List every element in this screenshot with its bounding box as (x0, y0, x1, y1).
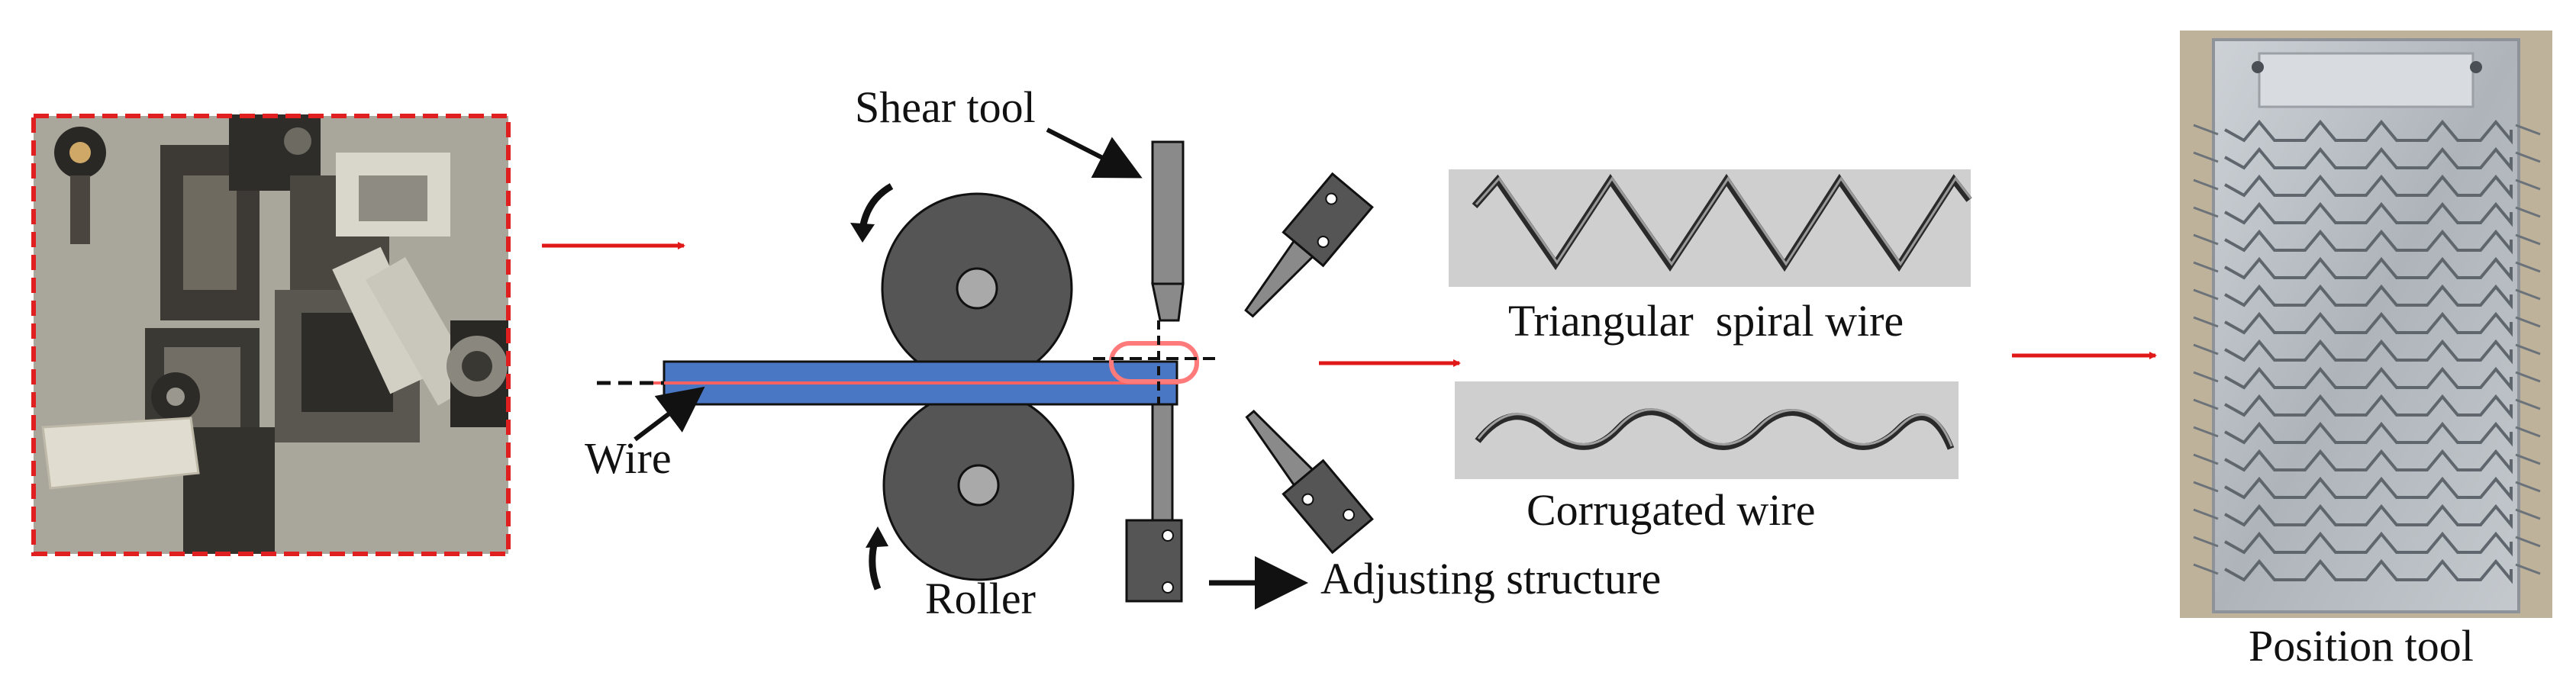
corrugated-wire-label: Corrugated wire (1527, 485, 1816, 535)
fixture-pin (2515, 233, 2541, 246)
fixture-wire-row (2224, 339, 2513, 365)
fixture-wire-row (2224, 558, 2513, 584)
roller-label: Roller (925, 574, 1036, 623)
fixture-pin (2193, 508, 2219, 520)
fixture-wire-row (2224, 421, 2513, 447)
fixture-pin (2515, 426, 2541, 438)
position-tool-photo (2180, 31, 2552, 618)
fixture-pin (2193, 481, 2219, 493)
fixture-pin (2515, 261, 2541, 273)
fixture-pin (2193, 261, 2219, 273)
lower-roller (882, 389, 1075, 581)
fixture-pin (2193, 453, 2219, 465)
fixture-wire-row (2224, 476, 2513, 502)
fixture-wire-row (2224, 146, 2513, 172)
fixture-pin (2193, 316, 2219, 328)
fixture-pin (2193, 536, 2219, 548)
fixture-pin (2193, 371, 2219, 383)
fixture-wire-row (2224, 449, 2513, 475)
shear-tool-pointer (1046, 127, 1143, 179)
fixture-pin (2193, 124, 2219, 136)
fixture-pin (2515, 179, 2541, 191)
fixture-wire-row (2224, 311, 2513, 337)
fixture-pin (2193, 206, 2219, 218)
fixture-wire-row (2224, 174, 2513, 200)
rotation-arrow-lower (869, 540, 882, 590)
fixture-pin (2515, 453, 2541, 465)
fixture-pin (2515, 316, 2541, 328)
fixture-pin (2193, 288, 2219, 301)
fixture-pin (2515, 508, 2541, 520)
fixture-pin (2515, 124, 2541, 136)
shear-tool-label: Shear tool (855, 82, 1036, 132)
fixture-pin (2515, 343, 2541, 356)
machine-photo (31, 114, 511, 556)
fixture-pin (2193, 426, 2219, 438)
upper-roller (881, 192, 1073, 385)
fixture-pin (2193, 398, 2219, 410)
fixture-pin (2193, 151, 2219, 163)
fixture-wire-row (2224, 531, 2513, 557)
shear-tool-lower (1125, 403, 1183, 603)
fixture-pin (2193, 233, 2219, 246)
adjusting-structure-label: Adjusting structure (1320, 554, 1662, 603)
adjuster-lower-right (1245, 410, 1374, 555)
fixture-pin (2193, 343, 2219, 356)
fixture-pin (2515, 151, 2541, 163)
forming-mechanism (597, 127, 1374, 610)
fixture-pin (2515, 563, 2541, 575)
corrugated-wire-sample (1455, 381, 1959, 479)
fixture-wire-row (2224, 284, 2513, 310)
shear-tool-upper (1151, 140, 1185, 322)
fixture-pin (2515, 481, 2541, 493)
fixture-wire-row (2224, 504, 2513, 529)
wire-pointer (634, 386, 705, 442)
fixture-pin (2193, 179, 2219, 191)
triangular-spiral-wire-sample (1449, 169, 1972, 287)
rotation-arrow-upper (859, 183, 894, 230)
fixture-pin (2193, 563, 2219, 575)
fixture-wire-row (2224, 229, 2513, 255)
triangular-spiral-wire-label: Triangular spiral wire (1508, 296, 1904, 346)
fixture-wire-row (2224, 256, 2513, 282)
bending-point-highlight (1109, 341, 1199, 384)
fixture-wire-row (2224, 366, 2513, 392)
fixture-pin (2515, 288, 2541, 301)
fixture-pin (2515, 536, 2541, 548)
wire-label: Wire (585, 433, 672, 483)
fixture-pin (2515, 206, 2541, 218)
fixture-wire-row (2224, 394, 2513, 420)
adjuster-upper-right (1244, 172, 1374, 318)
fixture-pin (2515, 398, 2541, 410)
fixture-wire-row (2224, 201, 2513, 227)
position-tool-label: Position tool (2249, 621, 2474, 671)
fixture-wire-row (2224, 119, 2513, 145)
fixture-pin (2515, 371, 2541, 383)
